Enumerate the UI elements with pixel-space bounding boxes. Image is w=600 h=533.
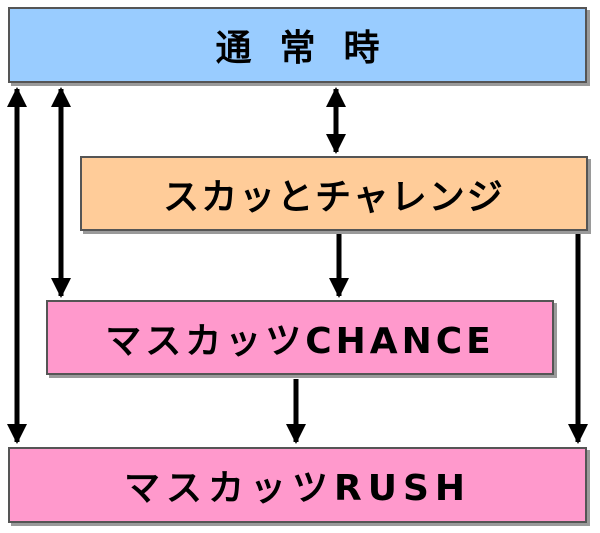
chance-state-box: マスカッツCHANCE [46, 300, 554, 375]
rush-state-label: マスカッツRUSH [123, 468, 471, 509]
normal-state-box: 通常時 [8, 7, 587, 83]
challenge-state-box: スカッとチャレンジ [80, 156, 588, 231]
challenge-state-label: スカッとチャレンジ [163, 176, 505, 218]
rush-state-box: マスカッツRUSH [8, 447, 587, 523]
chance-state-label: マスカッツCHANCE [105, 320, 495, 362]
normal-state-label: 通常時 [215, 28, 408, 69]
